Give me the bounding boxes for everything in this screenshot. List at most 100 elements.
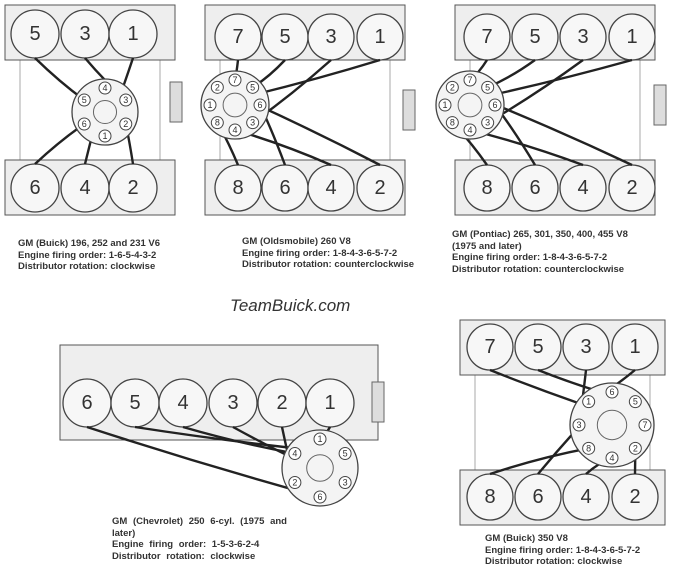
- distributor-terminal-6: [605, 385, 619, 399]
- distributor-terminal-label-8: 8: [215, 118, 220, 128]
- distributor-terminal-label-6: 6: [492, 100, 497, 110]
- distributor-terminal-label-3: 3: [123, 95, 128, 105]
- distributor-terminal-4: [288, 447, 302, 460]
- cylinder-label-5: 5: [29, 23, 40, 45]
- distributor-terminal-1: [98, 129, 112, 143]
- cylinder-label-6: 6: [532, 486, 543, 508]
- cylinder-label-6: 6: [81, 392, 92, 414]
- caption-title: GM (Oldsmobile) 260 V8: [242, 236, 351, 247]
- distributor-terminal-label-5: 5: [633, 397, 638, 407]
- distributor-terminal-2: [288, 476, 302, 489]
- distributor-terminal-label-3: 3: [485, 118, 490, 128]
- distributor-terminal-6: [488, 98, 502, 112]
- distributor-terminal-1: [582, 395, 596, 409]
- caption-rotation: Distributor rotation: counterclockwise: [452, 263, 625, 275]
- distributor-terminal-label-1: 1: [442, 100, 447, 110]
- distributor-terminal-label-8: 8: [450, 118, 455, 128]
- cylinder-label-2: 2: [276, 392, 287, 414]
- cylinder-label-1: 1: [629, 336, 640, 358]
- caption-title: GM (Buick) 350 V8: [485, 533, 568, 544]
- caption-chevy-250: GM (Chevrolet) 250 6-cyl. (1975 and late…: [112, 516, 287, 562]
- cylinder-label-1: 1: [127, 23, 138, 45]
- caption-buick-v6: GM (Buick) 196, 252 and 231 V6 Engine fi…: [18, 238, 160, 273]
- distributor-terminal-label-6: 6: [317, 492, 322, 502]
- cylinder-label-3: 3: [79, 23, 90, 45]
- distributor-terminal-3: [246, 116, 260, 130]
- cylinder-label-7: 7: [232, 26, 243, 48]
- distributor-terminal-6: [313, 490, 327, 504]
- distributor-terminal-5: [628, 395, 642, 409]
- cylinder-label-4: 4: [325, 177, 336, 199]
- distributor-rotor: [92, 99, 118, 125]
- cylinder-label-5: 5: [532, 336, 543, 358]
- distributor-terminal-6: [77, 117, 91, 131]
- distributor-terminal-label-3: 3: [250, 118, 255, 128]
- pulley: [402, 89, 416, 131]
- distributor-terminal-label-2: 2: [450, 82, 455, 92]
- caption-rotation: Distributor rotation: counterclockwise: [242, 259, 415, 270]
- cylinder-label-8: 8: [232, 177, 243, 199]
- distributor-terminal-2: [119, 117, 133, 131]
- distributor-terminal-label-6: 6: [609, 387, 614, 397]
- cylinder-label-6: 6: [529, 177, 540, 199]
- distributor-terminal-label-7: 7: [467, 75, 472, 85]
- caption-firing-order: Engine firing order: 1-5-3-6-2-4: [112, 539, 260, 550]
- cylinder-label-4: 4: [580, 486, 591, 508]
- brand-watermark: TeamBuick.com: [230, 296, 351, 315]
- cylinder-label-8: 8: [481, 177, 492, 199]
- distributor-terminal-5: [338, 447, 352, 460]
- caption-title: GM (Buick) 196, 252 and 231 V6: [18, 238, 161, 249]
- distributor-terminal-label-4: 4: [609, 453, 614, 463]
- distributor-terminal-label-4: 4: [467, 125, 472, 135]
- pulley: [653, 84, 667, 126]
- distributor-terminal-5: [246, 80, 260, 94]
- distributor-terminal-label-7: 7: [232, 75, 237, 85]
- distributor-terminal-1: [438, 98, 452, 112]
- pulley: [371, 381, 385, 423]
- caption-title: GM (Chevrolet) 250 6-cyl. (1975 and: [112, 516, 287, 527]
- cylinder-label-1: 1: [324, 392, 335, 414]
- distributor-terminal-3: [481, 116, 495, 130]
- cylinder-label-5: 5: [529, 26, 540, 48]
- cylinder-label-2: 2: [626, 177, 637, 199]
- distributor-terminal-2: [210, 80, 224, 94]
- cylinder-label-5: 5: [129, 392, 140, 414]
- distributor-terminal-3: [572, 418, 586, 432]
- cylinder-label-7: 7: [481, 26, 492, 48]
- distributor-terminal-7: [463, 73, 477, 87]
- distributor-terminal-label-2: 2: [215, 82, 220, 92]
- distributor-terminal-label-4: 4: [232, 125, 237, 135]
- cylinder-label-6: 6: [29, 177, 40, 199]
- distributor-terminal-4: [463, 123, 477, 137]
- distributor-terminal-5: [77, 93, 91, 107]
- distributor-terminal-3: [119, 93, 133, 107]
- distributor-terminal-4: [98, 81, 112, 95]
- distributor-rotor: [596, 409, 628, 441]
- cylinder-label-1: 1: [626, 26, 637, 48]
- pulley: [169, 81, 183, 123]
- cylinder-label-4: 4: [577, 177, 588, 199]
- cylinder-label-5: 5: [279, 26, 290, 48]
- distributor-terminal-2: [628, 441, 642, 455]
- caption-pontiac-v8: GM (Pontiac) 265, 301, 350, 400, 455 V8 …: [452, 229, 628, 275]
- distributor-terminal-label-3: 3: [576, 420, 581, 430]
- distributor-terminal-label-6: 6: [82, 119, 87, 129]
- distributor-terminal-label-1: 1: [317, 434, 322, 444]
- cylinder-label-2: 2: [629, 486, 640, 508]
- cylinder-label-3: 3: [325, 26, 336, 48]
- distributor-terminal-label-2: 2: [633, 443, 638, 453]
- distributor-terminal-label-7: 7: [642, 420, 647, 430]
- distributor-terminal-label-5: 5: [250, 82, 255, 92]
- cylinder-label-3: 3: [580, 336, 591, 358]
- caption-firing-order: Engine firing order: 1-6-5-4-3-2: [18, 249, 157, 261]
- distributor-terminal-label-8: 8: [586, 443, 591, 453]
- distributor-terminal-label-1: 1: [207, 100, 212, 110]
- distributor-terminal-label-3: 3: [343, 478, 348, 488]
- distributor-terminal-8: [210, 116, 224, 130]
- cylinder-label-3: 3: [577, 26, 588, 48]
